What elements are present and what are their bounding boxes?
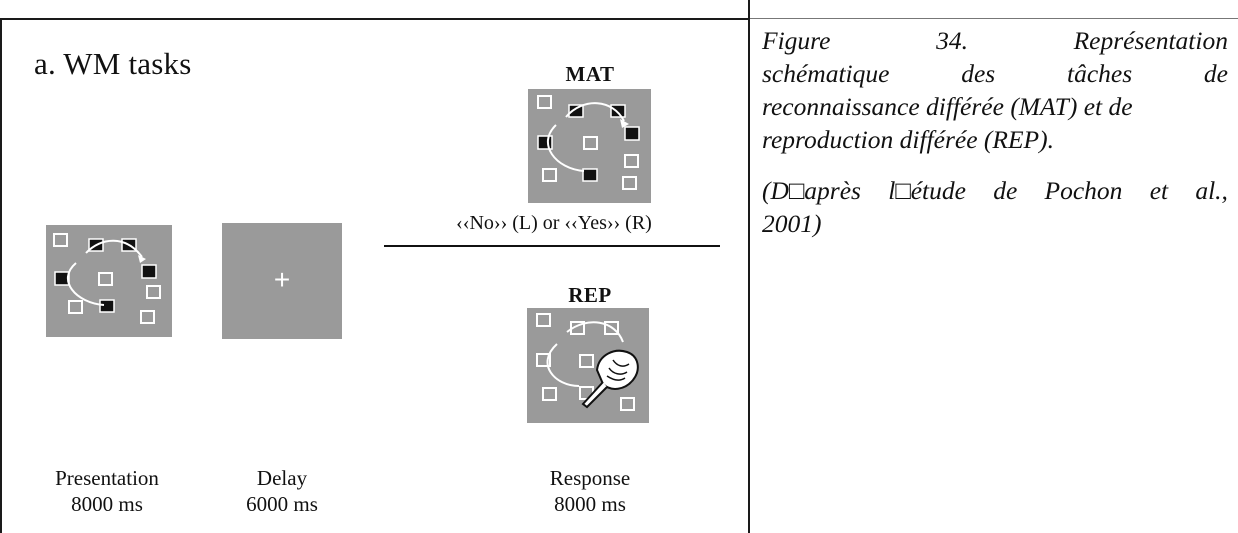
phase-name: Presentation bbox=[55, 466, 159, 490]
phase-duration: 8000 ms bbox=[71, 492, 143, 516]
caption-word: l□étude bbox=[888, 176, 966, 205]
caption-word: schématique bbox=[762, 59, 890, 88]
location-square bbox=[542, 168, 557, 182]
arrow-head bbox=[620, 119, 629, 128]
caption-word: (D□après bbox=[762, 176, 861, 205]
caption-word: des bbox=[961, 59, 996, 88]
location-square bbox=[140, 310, 155, 324]
fixation-cross: + bbox=[274, 264, 290, 295]
location-square bbox=[624, 154, 639, 168]
location-square bbox=[146, 285, 161, 299]
figure-caption: Figure 34. Représentation schématique de… bbox=[762, 24, 1228, 240]
phase-name: Delay bbox=[256, 466, 308, 490]
panel-title: a. WM tasks bbox=[34, 46, 192, 81]
rep-label: REP bbox=[568, 283, 612, 307]
rep-stimulus bbox=[527, 308, 649, 423]
location-square bbox=[68, 300, 83, 314]
location-square bbox=[536, 353, 551, 367]
caption-word: Pochon bbox=[1044, 176, 1123, 205]
phase-response: Response 8000 ms bbox=[510, 465, 670, 517]
target-square bbox=[99, 299, 115, 313]
presentation-stimulus bbox=[46, 225, 172, 337]
mat-stimulus bbox=[528, 89, 651, 203]
sequence-arrow bbox=[66, 239, 143, 306]
location-square bbox=[604, 321, 619, 335]
caption-source: (D□après l□étude de Pochon et al., bbox=[762, 174, 1228, 207]
sequence-arrow bbox=[546, 321, 624, 387]
mat-response-text: ‹‹No›› (L) or ‹‹Yes›› (R) bbox=[456, 212, 652, 234]
caption-word: de bbox=[1203, 59, 1228, 88]
caption-source-year: 2001) bbox=[762, 209, 822, 238]
location-square bbox=[542, 387, 557, 401]
mat-label: MAT bbox=[565, 62, 615, 86]
location-square bbox=[583, 136, 598, 150]
phase-presentation: Presentation 8000 ms bbox=[22, 465, 192, 517]
caption-line: schématique des tâches de bbox=[762, 57, 1228, 90]
caption-word: Figure bbox=[762, 26, 831, 55]
arrow-head bbox=[138, 255, 146, 263]
caption-word: de bbox=[993, 176, 1018, 205]
target-square bbox=[568, 104, 584, 118]
table-top-rule-right bbox=[748, 18, 1238, 19]
target-square bbox=[610, 104, 626, 118]
phase-duration: 6000 ms bbox=[246, 492, 318, 516]
table-column-divider bbox=[748, 0, 750, 533]
table-top-rule bbox=[0, 18, 748, 20]
figure-panel: a. WM tasks + MAT bbox=[22, 46, 720, 517]
caption-line: reconnaissance différée (MAT) et de bbox=[762, 92, 1133, 121]
phase-name: Response bbox=[549, 466, 631, 490]
caption-word: al., bbox=[1195, 176, 1228, 205]
delay-stimulus: + bbox=[222, 223, 342, 339]
target-square bbox=[624, 126, 640, 141]
pointing-hand-icon bbox=[581, 349, 639, 409]
location-square bbox=[53, 233, 68, 247]
phase-delay: Delay 6000 ms bbox=[202, 465, 362, 517]
target-square bbox=[141, 264, 157, 279]
caption-line: Figure 34. Représentation bbox=[762, 24, 1228, 57]
location-square bbox=[98, 272, 113, 286]
location-square bbox=[536, 313, 551, 327]
table-left-rule bbox=[0, 18, 2, 533]
target-square bbox=[537, 135, 553, 150]
target-square bbox=[54, 271, 70, 286]
target-square bbox=[582, 168, 598, 182]
task-divider bbox=[384, 245, 720, 247]
phase-duration: 8000 ms bbox=[554, 492, 626, 516]
caption-word: tâches bbox=[1067, 59, 1133, 88]
location-square bbox=[620, 397, 635, 411]
location-square bbox=[537, 95, 552, 109]
location-square bbox=[579, 354, 594, 368]
location-square bbox=[622, 176, 637, 190]
sequence-arrow bbox=[546, 102, 625, 172]
caption-word: 34. bbox=[936, 26, 968, 55]
caption-line: reproduction différée (REP). bbox=[762, 125, 1054, 154]
caption-word: Représentation bbox=[1073, 26, 1228, 55]
caption-word: et bbox=[1149, 176, 1169, 205]
